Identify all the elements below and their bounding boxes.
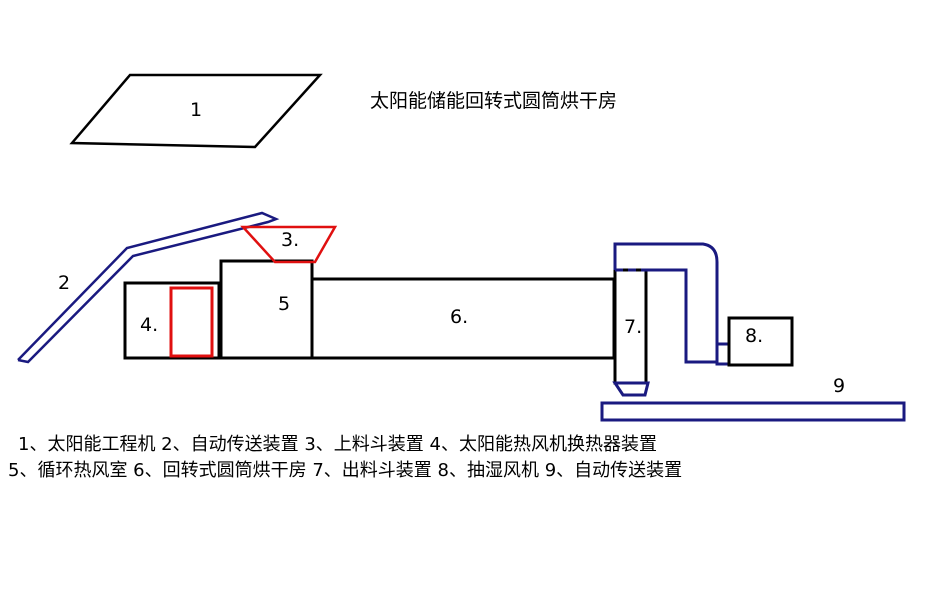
label-8: 8. [745,325,764,347]
hot-air-chamber-5 [219,259,314,360]
legend-line-1: 1、太阳能工程机 2、自动传送装置 3、上料斗装置 4、太阳能热风机换热器装置 [18,434,657,455]
legend-line-2: 5、循环热风室 6、回转式圆筒烘干房 7、出料斗装置 8、抽湿风机 9、自动传送… [8,460,683,481]
label-2: 2 [58,272,71,294]
label-6: 6. [450,306,469,328]
feed-hopper-3 [240,225,338,264]
conveyor-9 [600,401,906,422]
label-1: 1 [190,99,203,121]
label-7: 7. [624,316,643,338]
discharge-hopper-bottom [612,381,650,397]
label-5: 5 [278,293,291,315]
solar-collector-1 [69,73,323,149]
conveyor-2 [17,211,280,364]
label-3: 3. [281,229,300,251]
heat-exchanger-box-4 [123,281,221,360]
heat-exchanger-inner-4 [169,286,214,358]
dehumidifier-fan-8 [727,316,794,367]
exhaust-duct [613,242,731,366]
label-4: 4. [140,314,159,336]
diagram-title: 太阳能储能回转式圆筒烘干房 [370,90,618,112]
label-9: 9 [833,375,846,397]
